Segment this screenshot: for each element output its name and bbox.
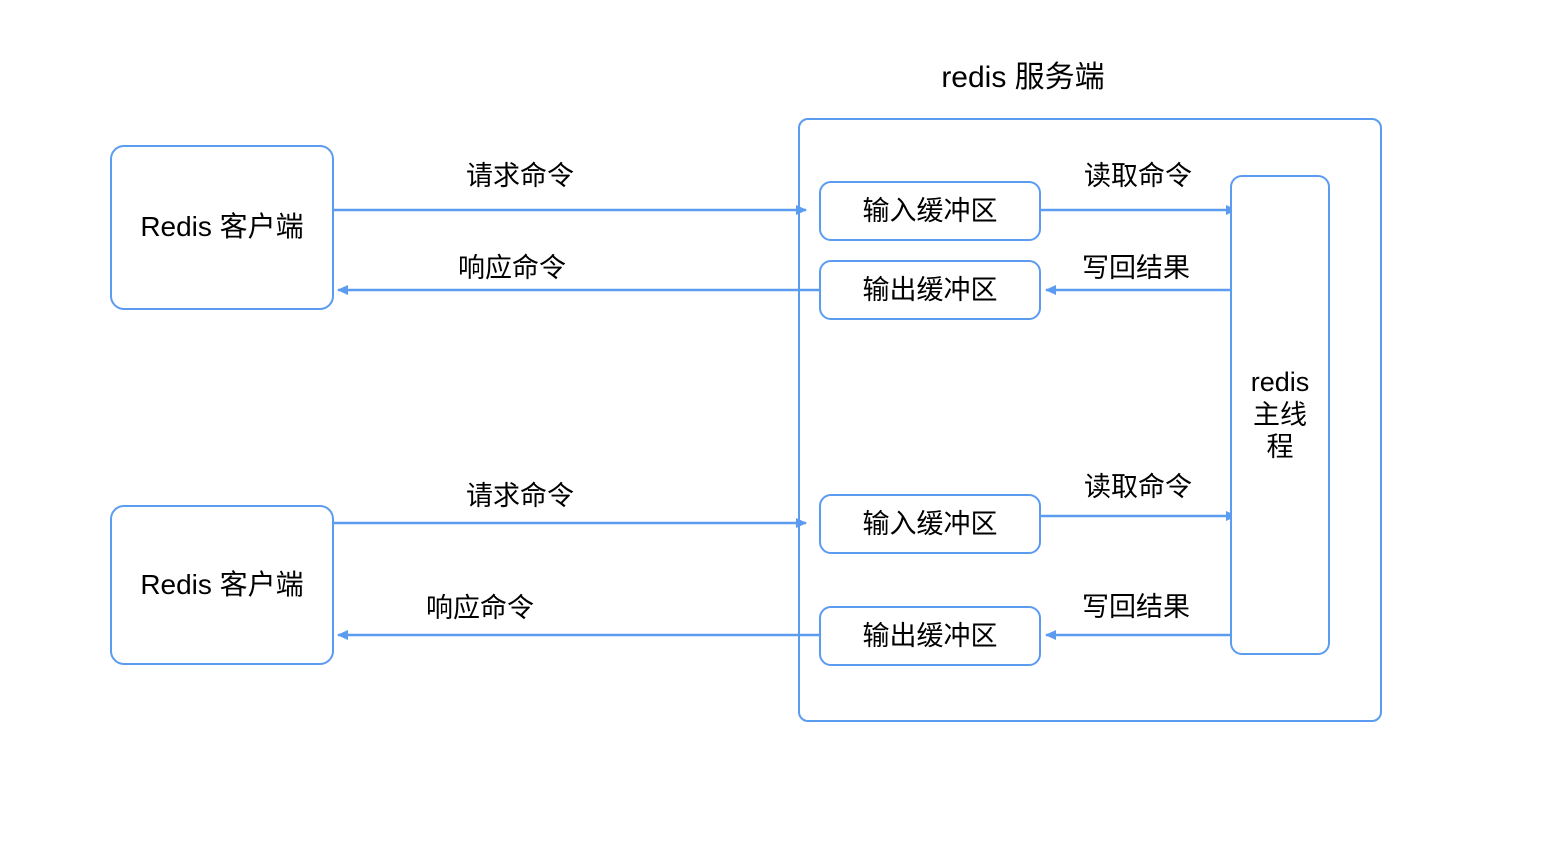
- edge-label-request-bottom: 请求命令: [466, 481, 574, 511]
- output-buffer-label-2: 输出缓冲区: [862, 620, 998, 651]
- input-buffer-label-1: 输入缓冲区: [862, 195, 998, 226]
- output-buffer-2[interactable]: 输出缓冲区: [819, 606, 1041, 666]
- input-buffer-1[interactable]: 输入缓冲区: [819, 181, 1041, 241]
- input-buffer-2[interactable]: 输入缓冲区: [819, 494, 1041, 554]
- edge-label-response-bottom: 响应命令: [426, 593, 534, 623]
- diagram-title: redis 服务端: [941, 61, 1105, 94]
- thread-label-line3: 程: [1266, 432, 1294, 463]
- output-buffer-label-1: 输出缓冲区: [862, 274, 998, 305]
- edge-label-writeback-top: 写回结果: [1082, 253, 1190, 283]
- output-buffer-1[interactable]: 输出缓冲区: [819, 260, 1041, 320]
- redis-main-thread-box[interactable]: redis 主线 程: [1230, 175, 1330, 655]
- thread-label-line2: 主线: [1253, 399, 1307, 430]
- client-box-1[interactable]: Redis 客户端: [110, 145, 334, 310]
- edge-label-writeback-bottom: 写回结果: [1082, 592, 1190, 622]
- client-label-1: Redis 客户端: [140, 211, 304, 243]
- edge-label-response-top: 响应命令: [458, 253, 566, 283]
- redis-server-container: [798, 118, 1382, 722]
- edge-label-read-bottom: 读取命令: [1084, 472, 1192, 502]
- client-box-2[interactable]: Redis 客户端: [110, 505, 334, 665]
- thread-label-line1: redis: [1250, 366, 1310, 397]
- input-buffer-label-2: 输入缓冲区: [862, 508, 998, 539]
- edge-label-read-top: 读取命令: [1084, 161, 1192, 191]
- client-label-2: Redis 客户端: [140, 568, 304, 600]
- edge-label-request-top: 请求命令: [466, 161, 574, 191]
